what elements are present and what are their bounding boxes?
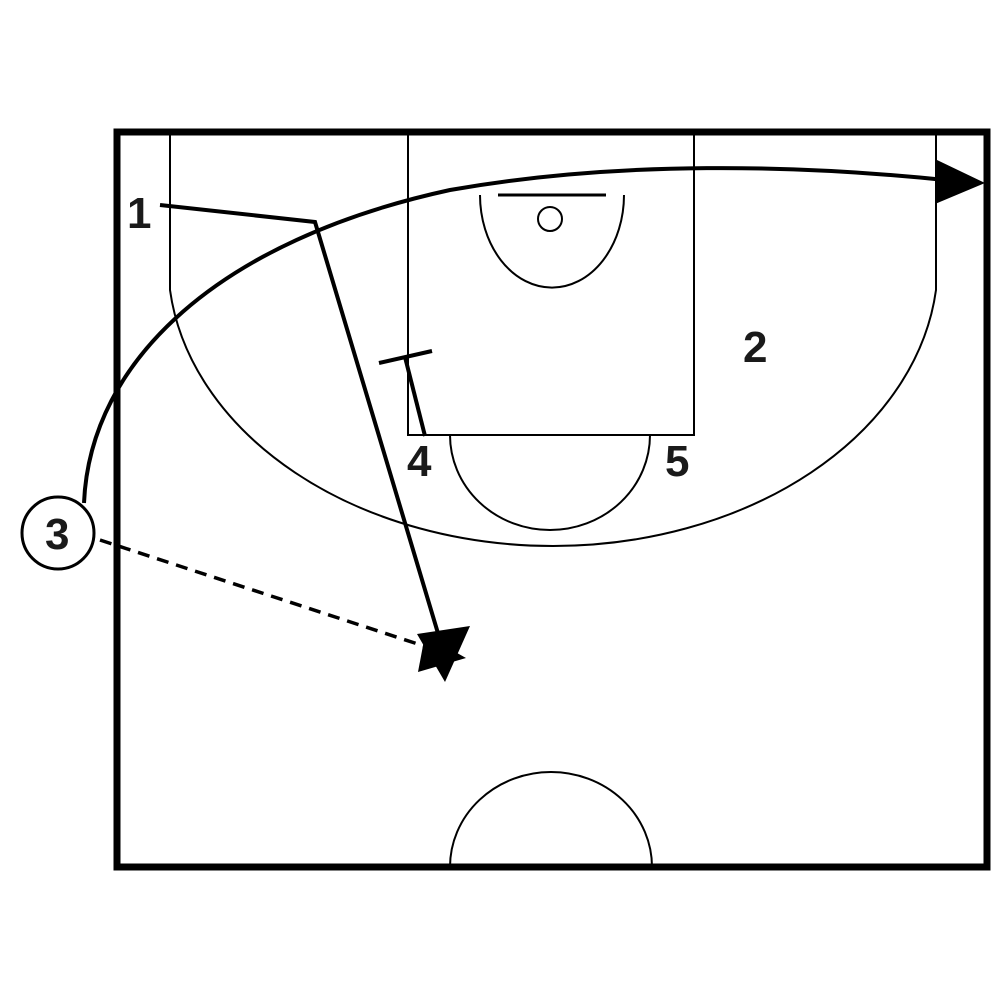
player-2-label: 2 <box>743 323 767 372</box>
player3-pass-arrowhead <box>418 635 466 672</box>
player-4-label: 4 <box>407 437 432 486</box>
center-circle <box>449 771 653 868</box>
restricted-arc <box>479 194 625 289</box>
player1-cut-path <box>159 203 445 651</box>
player3-pass-path <box>99 538 431 650</box>
key-lane <box>407 131 695 436</box>
free-throw-circle <box>449 434 651 531</box>
basket <box>537 206 563 232</box>
player-5-label: 5 <box>665 437 689 486</box>
player3-marker <box>20 495 96 571</box>
player-1-label: 1 <box>127 189 151 238</box>
player3-cut-arrowhead <box>935 160 985 204</box>
player3-cut-path <box>82 166 946 504</box>
court-border <box>113 128 991 871</box>
three-point-line <box>169 132 937 547</box>
player-3-label: 3 <box>45 510 69 559</box>
player4-screen-bar <box>378 349 433 365</box>
player4-screen-path <box>403 356 427 437</box>
